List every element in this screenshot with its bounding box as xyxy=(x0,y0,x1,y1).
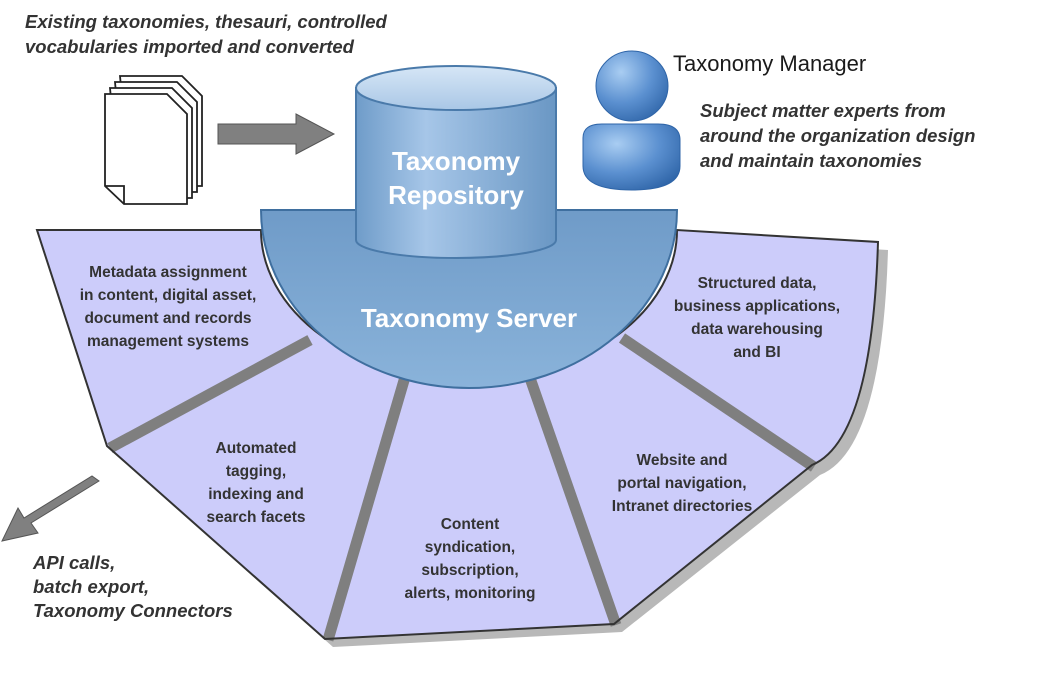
segment-text: management systems xyxy=(87,333,249,350)
divider-line xyxy=(618,333,818,472)
import-arrow xyxy=(217,113,336,155)
segment-text: Structured data, xyxy=(698,275,817,292)
server-label: Taxonomy Server xyxy=(361,303,577,333)
segment-text: indexing and xyxy=(208,486,304,503)
segment-text: search facets xyxy=(206,509,305,526)
segment-text: Automated xyxy=(216,440,297,457)
divider-line xyxy=(322,375,411,642)
segment-text: document and records xyxy=(84,310,251,327)
cylinder-body xyxy=(355,87,557,259)
divider-line xyxy=(524,376,622,627)
segment-text: Content xyxy=(441,516,500,533)
export-caption-line1: API calls, xyxy=(32,552,115,573)
segment-dividers xyxy=(107,333,818,642)
manager-title: Taxonomy Manager xyxy=(673,51,866,76)
taxonomy-server-shape xyxy=(259,209,679,389)
segment-text: syndication, xyxy=(425,539,515,556)
segment-text: Website and xyxy=(636,452,727,469)
segment-automated: Automated tagging, indexing and search f… xyxy=(206,440,305,526)
manager-desc-line3: and maintain taxonomies xyxy=(700,150,922,171)
segment-text: data warehousing xyxy=(691,321,823,338)
segment-text: alerts, monitoring xyxy=(405,585,536,602)
segment-text: business applications, xyxy=(674,298,840,315)
document-stack-icon xyxy=(104,75,203,205)
segment-structured: Structured data, business applications, … xyxy=(674,275,840,361)
repository-cylinder xyxy=(355,65,557,259)
divider-line xyxy=(107,335,313,453)
segment-website: Website and portal navigation, Intranet … xyxy=(612,452,752,515)
person-icon xyxy=(582,50,681,191)
segment-text: tagging, xyxy=(226,463,286,480)
segment-text: Intranet directories xyxy=(612,498,752,515)
segment-text: and BI xyxy=(733,344,780,361)
export-caption-line2: batch export, xyxy=(33,576,149,597)
manager-desc-line2: around the organization design xyxy=(700,125,975,146)
segment-text: subscription, xyxy=(421,562,518,579)
fan-base xyxy=(37,230,878,639)
manager-desc-line1: Subject matter experts from xyxy=(700,100,946,121)
segment-text: Metadata assignment xyxy=(89,264,247,281)
export-caption-line3: Taxonomy Connectors xyxy=(33,600,233,621)
segment-text: portal navigation, xyxy=(617,475,746,492)
header-caption-line1: Existing taxonomies, thesauri, controlle… xyxy=(25,11,388,32)
header-caption-line2: vocabularies imported and converted xyxy=(25,36,355,57)
cylinder-top xyxy=(355,65,557,111)
export-arrow xyxy=(1,475,100,542)
segment-metadata: Metadata assignment in content, digital … xyxy=(80,264,257,350)
segment-content: Content syndication, subscription, alert… xyxy=(405,516,536,602)
segment-text: in content, digital asset, xyxy=(80,287,257,304)
repository-label-line2: Repository xyxy=(388,180,524,210)
repository-label-line1: Taxonomy xyxy=(392,146,521,176)
